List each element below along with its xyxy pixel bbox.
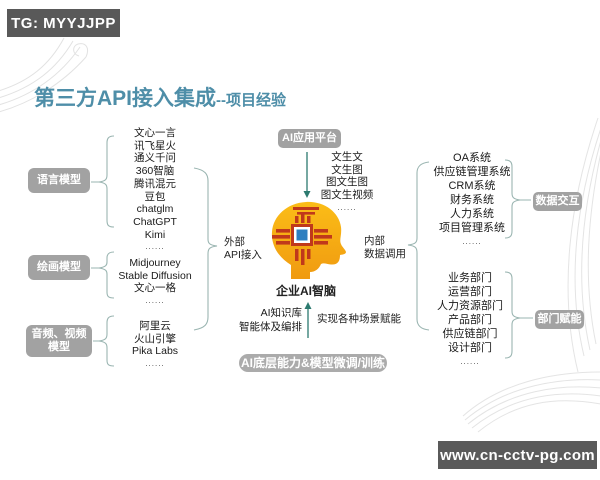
scenario-enable-label: 实现各种场景赋能 <box>317 313 401 325</box>
ai-outputs-list: 文生文文生图图文生图图文生视频...... <box>312 151 382 215</box>
decorative-swirl-right <box>462 117 600 433</box>
list-item: 财务系统 <box>450 194 494 206</box>
list-item: 项目管理系统 <box>439 222 505 234</box>
brace-av-models <box>93 315 115 367</box>
list-item: 文生图 <box>331 163 363 176</box>
list-item: Pika Labs <box>131 345 179 358</box>
list-item: OA系统 <box>453 152 491 164</box>
brace-systems <box>504 159 531 239</box>
brace-language-models <box>91 135 115 228</box>
page-title: 第三方API接入集成--项目经验 <box>34 82 286 112</box>
decorative-swirl-topleft <box>0 37 89 113</box>
list-item: ...... <box>462 237 482 246</box>
badge-department-enable: 部门赋能 <box>535 310 584 329</box>
list-item: 文心一格 <box>134 282 176 295</box>
internal-data-label: 内部 数据调用 <box>364 235 406 260</box>
list-item: 文心一言 <box>134 127 176 139</box>
list-item: 豆包 <box>144 190 166 203</box>
list-item: ChatGPT <box>133 215 177 228</box>
ai-brain-head-icon <box>271 201 346 279</box>
badge-audio-video-models: 音频、视频 模型 <box>26 325 92 357</box>
cpu-chip-icon <box>272 207 332 265</box>
list-item: CRM系统 <box>448 180 496 192</box>
down-arrow-icon <box>303 152 311 198</box>
ai-capabilities-list: AI知识库智能体及编排 <box>230 307 302 334</box>
list-item: ...... <box>145 242 165 252</box>
list-item: 图文生图 <box>326 176 368 189</box>
brace-external-gather <box>193 167 218 331</box>
list-item: Kimi <box>144 228 166 241</box>
list-item: 供应链部门 <box>442 328 498 340</box>
list-item: 设计部门 <box>448 342 492 354</box>
badge-ai-app-platform: AI应用平台 <box>278 129 341 148</box>
list-item: 腾讯混元 <box>134 177 176 190</box>
list-item: 文生文 <box>331 151 363 163</box>
enterprise-ai-brain-label: 企业AI智脑 <box>275 284 336 298</box>
list-item: 供应链管理系统 <box>433 166 511 178</box>
external-api-label: 外部 API接入 <box>224 236 262 261</box>
page-title-suffix: --项目经验 <box>216 92 287 109</box>
website-url-badge: www.cn-cctv-pg.com <box>438 441 597 469</box>
list-item: 人力系统 <box>450 208 494 220</box>
list-item: chatglm <box>136 203 174 216</box>
systems-list: OA系统供应链管理系统 CRM系统财务系统人力系统项目管理系统...... <box>412 151 532 249</box>
list-item: 火山引擎 <box>134 332 176 345</box>
list-item: ...... <box>145 296 165 306</box>
brace-internal-gather <box>407 161 430 331</box>
list-item: 讯飞星火 <box>134 139 176 152</box>
badge-language-models: 语言模型 <box>28 168 90 193</box>
list-item: 智能体及编排 <box>239 320 302 333</box>
list-item: ...... <box>460 357 480 366</box>
list-item: ...... <box>337 202 357 212</box>
list-item: AI知识库 <box>260 307 302 319</box>
tg-watermark-badge: TG: MYYJJPP <box>7 9 120 37</box>
list-item: ...... <box>145 359 165 369</box>
list-item: Midjourney <box>129 257 181 269</box>
list-item: 360智脑 <box>135 165 175 178</box>
list-item: 人力资源部门 <box>437 300 503 312</box>
list-item: 通义千问 <box>134 152 176 165</box>
list-item: 阿里云 <box>139 320 171 332</box>
brace-departments <box>504 271 533 359</box>
badge-ai-foundation: AI底层能力&模型微调/训练 <box>239 354 387 372</box>
list-item: 业务部门 <box>448 272 492 284</box>
up-arrow-icon <box>304 302 312 338</box>
list-item: 产品部门 <box>448 314 492 326</box>
list-item: Stable Diffusion <box>118 269 192 282</box>
page-title-main: 第三方API接入集成 <box>34 87 217 110</box>
list-item: 图文生视频 <box>320 189 374 202</box>
departments-list: 业务部门运营部门人力资源部门产品部门供应链部门设计部门...... <box>410 271 530 369</box>
brace-paint-models <box>91 251 115 299</box>
badge-data-interaction: 数据交互 <box>533 192 582 211</box>
list-item: 运营部门 <box>448 286 492 298</box>
badge-paint-models: 绘画模型 <box>28 255 90 280</box>
